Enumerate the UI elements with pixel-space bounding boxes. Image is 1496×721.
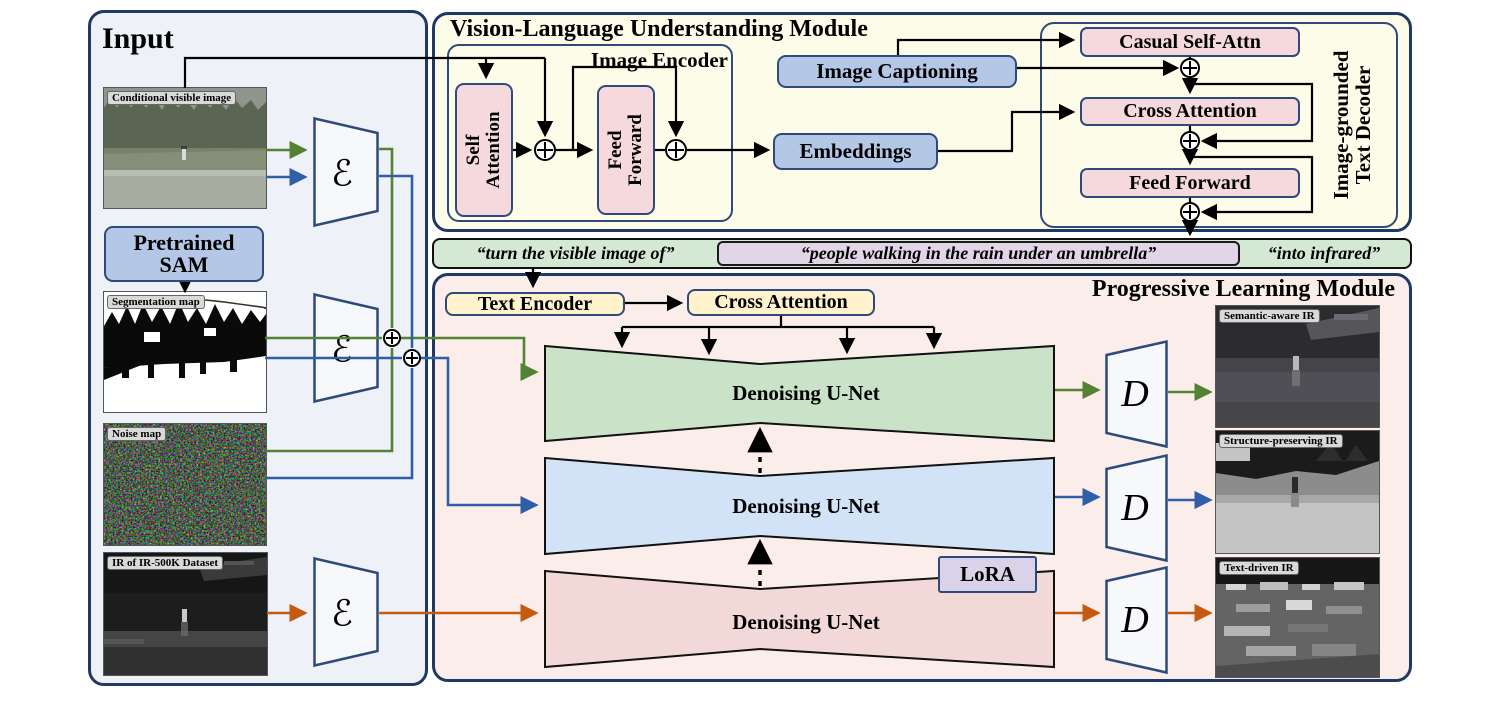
encoder-symbol: ℰ [331,594,353,635]
conditional-visible-image-art [104,88,266,208]
unet-structure: Denoising U-Net [544,456,1055,556]
ir-dataset-art [104,553,267,675]
prompt-middle-box: “people walking in the rain under an umb… [717,241,1240,266]
pretrained-sam-line1: Pretrained [133,229,235,255]
conditional-visible-image-badge: Conditional visible image [107,91,237,105]
casual-self-attn-box: Casual Self-Attn [1080,27,1300,57]
noise-map-image: Noise map [103,423,267,546]
decoder-semantic: D [1105,339,1168,449]
text-encoder-box: Text Encoder [445,292,625,316]
image-captioning-box: Image Captioning [777,55,1017,88]
plm-cross-attention-box: Cross Attention [687,289,875,316]
text-decoder-label-wrap: Image-grounded Text Decoder [1307,30,1397,220]
noise-map-art [104,424,266,545]
feed-forward-line1: Feed [605,130,627,170]
output-text-art [1216,558,1379,677]
image-encoder-box [447,44,733,222]
encoder-symbol: ℰ [331,154,353,195]
output-semantic-badge: Semantic-aware IR [1219,309,1320,323]
ir-dataset-badge: IR of IR-500K Dataset [107,556,224,570]
decoder-symbol: D [1120,487,1148,529]
output-structure-badge: Structure-preserving IR [1219,434,1343,448]
encoder-symbol: ℰ [331,330,353,371]
pretrained-sam-line2: SAM [159,252,209,277]
encoder-segmentation: ℰ [313,292,379,404]
decoder-text: D [1105,565,1168,675]
unet-structure-label: Denoising U-Net [732,494,880,518]
prompt-middle-text: “people walking in the rain under an umb… [800,243,1157,263]
plm-panel-title: Progressive Learning Module [1091,276,1395,302]
unet-text-label: Denoising U-Net [732,610,880,634]
cross-attention-decoder-box: Cross Attention [1080,97,1300,126]
prompt-left-text: “turn the visible image of” [476,243,675,263]
feed-forward-encoder-box: Feed Forward [597,85,655,215]
conditional-visible-image: Conditional visible image [103,87,267,209]
lora-box: LoRA [938,556,1037,593]
prompt-right-text: “into infrared” [1267,243,1381,263]
segmentation-map-art [104,292,266,412]
self-attention-box: Self Attention [455,83,513,217]
self-attention-line1: Self [463,134,485,166]
noise-map-badge: Noise map [107,427,167,441]
output-semantic-art [1216,306,1379,427]
output-text-image: Text-driven IR [1215,557,1380,678]
ir-dataset-image: IR of IR-500K Dataset [103,552,268,676]
encoder-ir: ℰ [313,556,379,668]
unet-semantic-label: Denoising U-Net [732,381,880,405]
feed-forward-decoder-box: Feed Forward [1080,168,1300,198]
decoder-symbol: D [1120,373,1148,415]
image-encoder-label: Image Encoder [590,48,728,72]
text-decoder-line2: Text Decoder [1351,65,1375,185]
unet-text: Denoising U-Net [544,569,1055,669]
encoder-visible: ℰ [313,116,379,228]
embeddings-box: Embeddings [773,133,938,170]
self-attention-line2: Attention [483,111,504,189]
decoder-structure: D [1105,453,1168,563]
input-panel-title: Input [102,22,174,55]
unet-semantic: Denoising U-Net [544,344,1055,443]
feed-forward-line2: Forward [625,114,646,186]
vlu-panel-title: Vision-Language Understanding Module [450,16,868,42]
segmentation-map-image: Segmentation map [103,291,267,413]
output-text-badge: Text-driven IR [1219,561,1299,575]
output-structure-image: Structure-preserving IR [1215,430,1380,554]
segmentation-map-badge: Segmentation map [107,295,205,309]
pretrained-sam-box: Pretrained SAM [104,226,264,282]
output-structure-art [1216,431,1379,553]
text-decoder-line1: Image-grounded [1328,50,1353,200]
output-semantic-image: Semantic-aware IR [1215,305,1380,428]
decoder-symbol: D [1120,599,1148,641]
